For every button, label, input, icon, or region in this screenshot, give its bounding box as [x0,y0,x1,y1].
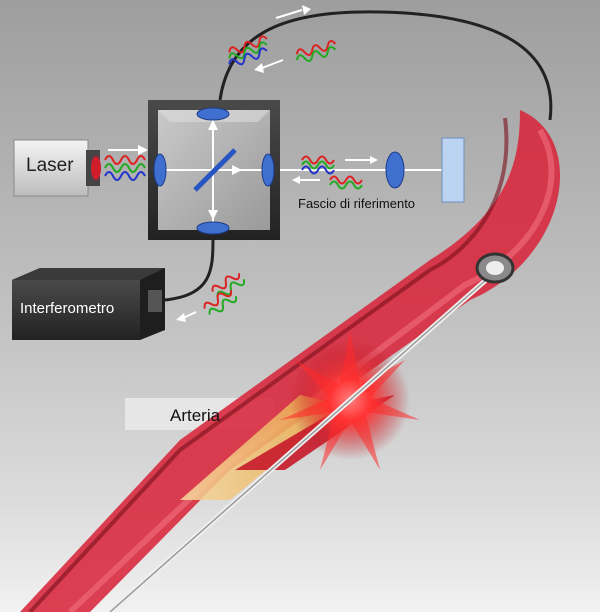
reference-beam-label: Fascio di riferimento [298,196,416,211]
laser-device [13,139,101,197]
optical-fiber [218,10,553,121]
return-waves [176,273,246,322]
artery-label: Arteria [170,406,221,425]
interferometer-box [12,268,165,340]
laser-label: Laser [26,155,74,176]
reference-arm [280,137,465,203]
interferometer-fiber [164,237,215,302]
catheter-probe [108,252,515,612]
reference-mirror [441,137,465,203]
interferometer-label: Interferometro [20,300,115,317]
laser-beam [104,145,148,181]
beam-splitter [148,100,280,240]
fiber-waves [228,5,337,73]
lens [385,151,405,189]
